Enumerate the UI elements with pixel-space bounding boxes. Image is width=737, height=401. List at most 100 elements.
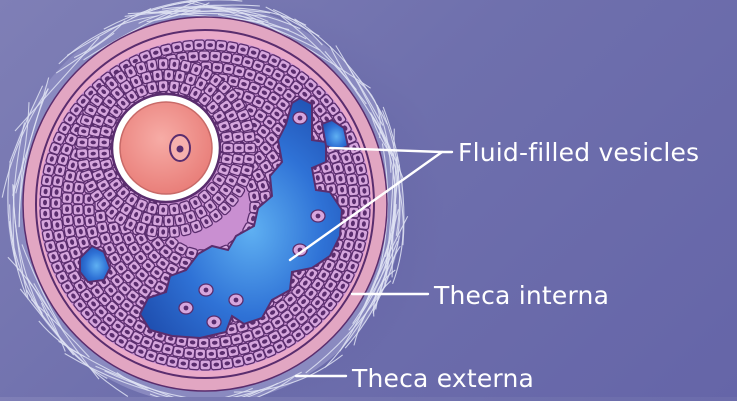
granulosa-cell: [184, 348, 195, 359]
corona-radiata-cell: [221, 131, 234, 142]
corona-radiata-cell: [169, 58, 180, 70]
antrum-cell: [229, 294, 243, 306]
corona-radiata-cell: [164, 215, 174, 226]
corona-radiata-cell: [100, 158, 113, 170]
granulosa-cell: [75, 226, 87, 238]
granulosa-cell: [189, 359, 200, 370]
antrum-cell: [293, 112, 307, 124]
granulosa-cell: [355, 163, 367, 175]
corona-radiata-cell: [169, 203, 180, 215]
corona-radiata-cell: [245, 143, 256, 153]
granulosa-cell: [182, 40, 193, 51]
corona-radiata-cell: [77, 126, 90, 138]
granulosa-cell: [199, 51, 210, 61]
granulosa-cell: [194, 40, 205, 50]
corona-radiata-cell: [243, 131, 255, 142]
granulosa-cell: [188, 51, 199, 62]
granulosa-cell: [73, 193, 84, 204]
granulosa-cell: [226, 41, 238, 53]
granulosa-cell: [209, 337, 220, 348]
granulosa-cell: [358, 218, 369, 230]
granulosa-cell: [64, 225, 76, 237]
granulosa-cell: [221, 358, 233, 369]
granulosa-cell: [212, 62, 223, 73]
corona-radiata-cell: [180, 60, 192, 73]
corona-radiata-cell: [87, 148, 99, 158]
granulosa-cell: [323, 172, 335, 184]
corona-radiata-cell: [87, 137, 99, 147]
antrum-cell: [207, 316, 221, 328]
granulosa-cell: [216, 40, 227, 51]
granulosa-cell: [222, 63, 234, 75]
corona-radiata-cell: [243, 154, 255, 165]
granulosa-cell: [84, 205, 94, 216]
granulosa-cell: [41, 175, 52, 187]
granulosa-cell: [84, 215, 95, 227]
corona-radiata-cell: [88, 126, 101, 138]
label-fluid-filled-vesicles: Fluid-filled vesicles: [458, 140, 699, 165]
granulosa-cell: [230, 333, 243, 345]
granulosa-cell: [220, 336, 232, 347]
granulosa-cell: [198, 338, 209, 348]
corona-radiata-cell: [76, 148, 88, 158]
antrum-cell: [199, 284, 213, 296]
granulosa-cell: [51, 209, 62, 220]
corona-radiata-cell: [158, 204, 168, 215]
corona-radiata-cell: [76, 137, 88, 147]
granulosa-cell: [51, 198, 61, 209]
granulosa-cell: [356, 229, 368, 241]
granulosa-cell: [52, 219, 63, 231]
corona-radiata-cell: [164, 69, 174, 80]
granulosa-cell: [62, 215, 73, 227]
corona-radiata-cell: [146, 225, 157, 237]
corona-radiata-cell: [240, 164, 253, 176]
corona-radiata-cell: [232, 131, 244, 142]
antrum-cell: [179, 302, 193, 314]
antrum-cell: [311, 210, 325, 222]
granulosa-cell: [200, 360, 211, 370]
granulosa-cell: [335, 173, 347, 185]
granulosa-cell: [337, 184, 348, 196]
corona-radiata-cell: [234, 143, 245, 153]
corona-radiata-cell: [98, 137, 110, 147]
label-theca-externa: Theca externa: [352, 366, 534, 391]
corona-radiata-cell: [98, 148, 110, 158]
granulosa-cell: [40, 197, 50, 208]
granulosa-cell: [206, 349, 217, 359]
corona-radiata-cell: [180, 223, 192, 236]
corona-radiata-cell: [169, 226, 180, 238]
granulosa-cell: [52, 175, 64, 187]
granulosa-cell: [53, 230, 65, 242]
corona-radiata-cell: [152, 69, 163, 81]
corona-radiata-cell: [232, 154, 244, 165]
corona-radiata-cell: [158, 80, 168, 91]
granulosa-cell: [217, 347, 229, 358]
granulosa-cell: [177, 358, 189, 369]
corona-radiata-cell: [240, 120, 253, 132]
granulosa-cell: [95, 211, 106, 223]
granulosa-cell: [195, 349, 206, 359]
corona-radiata-cell: [221, 153, 234, 164]
corona-radiata-cell: [77, 159, 90, 171]
granulosa-cell: [42, 229, 54, 241]
granulosa-cell: [357, 174, 369, 186]
granulosa-cell: [74, 182, 85, 194]
corona-radiata-cell: [146, 59, 157, 71]
label-theca-interna: Theca interna: [434, 283, 609, 308]
oocyte: [120, 102, 212, 194]
granulosa-cell: [349, 196, 359, 207]
granulosa-cell: [73, 204, 83, 215]
granulosa-cell: [227, 345, 239, 357]
corona-radiata-cell: [158, 58, 168, 69]
corona-radiata-cell: [169, 81, 180, 93]
granulosa-cell: [248, 190, 260, 202]
granulosa-cell: [205, 40, 216, 50]
granulosa-cell: [63, 181, 74, 193]
granulosa-cell: [96, 221, 108, 233]
granulosa-cell: [220, 52, 232, 63]
corona-radiata-cell: [152, 214, 163, 226]
granulosa-cell: [359, 185, 370, 196]
granulosa-cell: [51, 186, 62, 197]
